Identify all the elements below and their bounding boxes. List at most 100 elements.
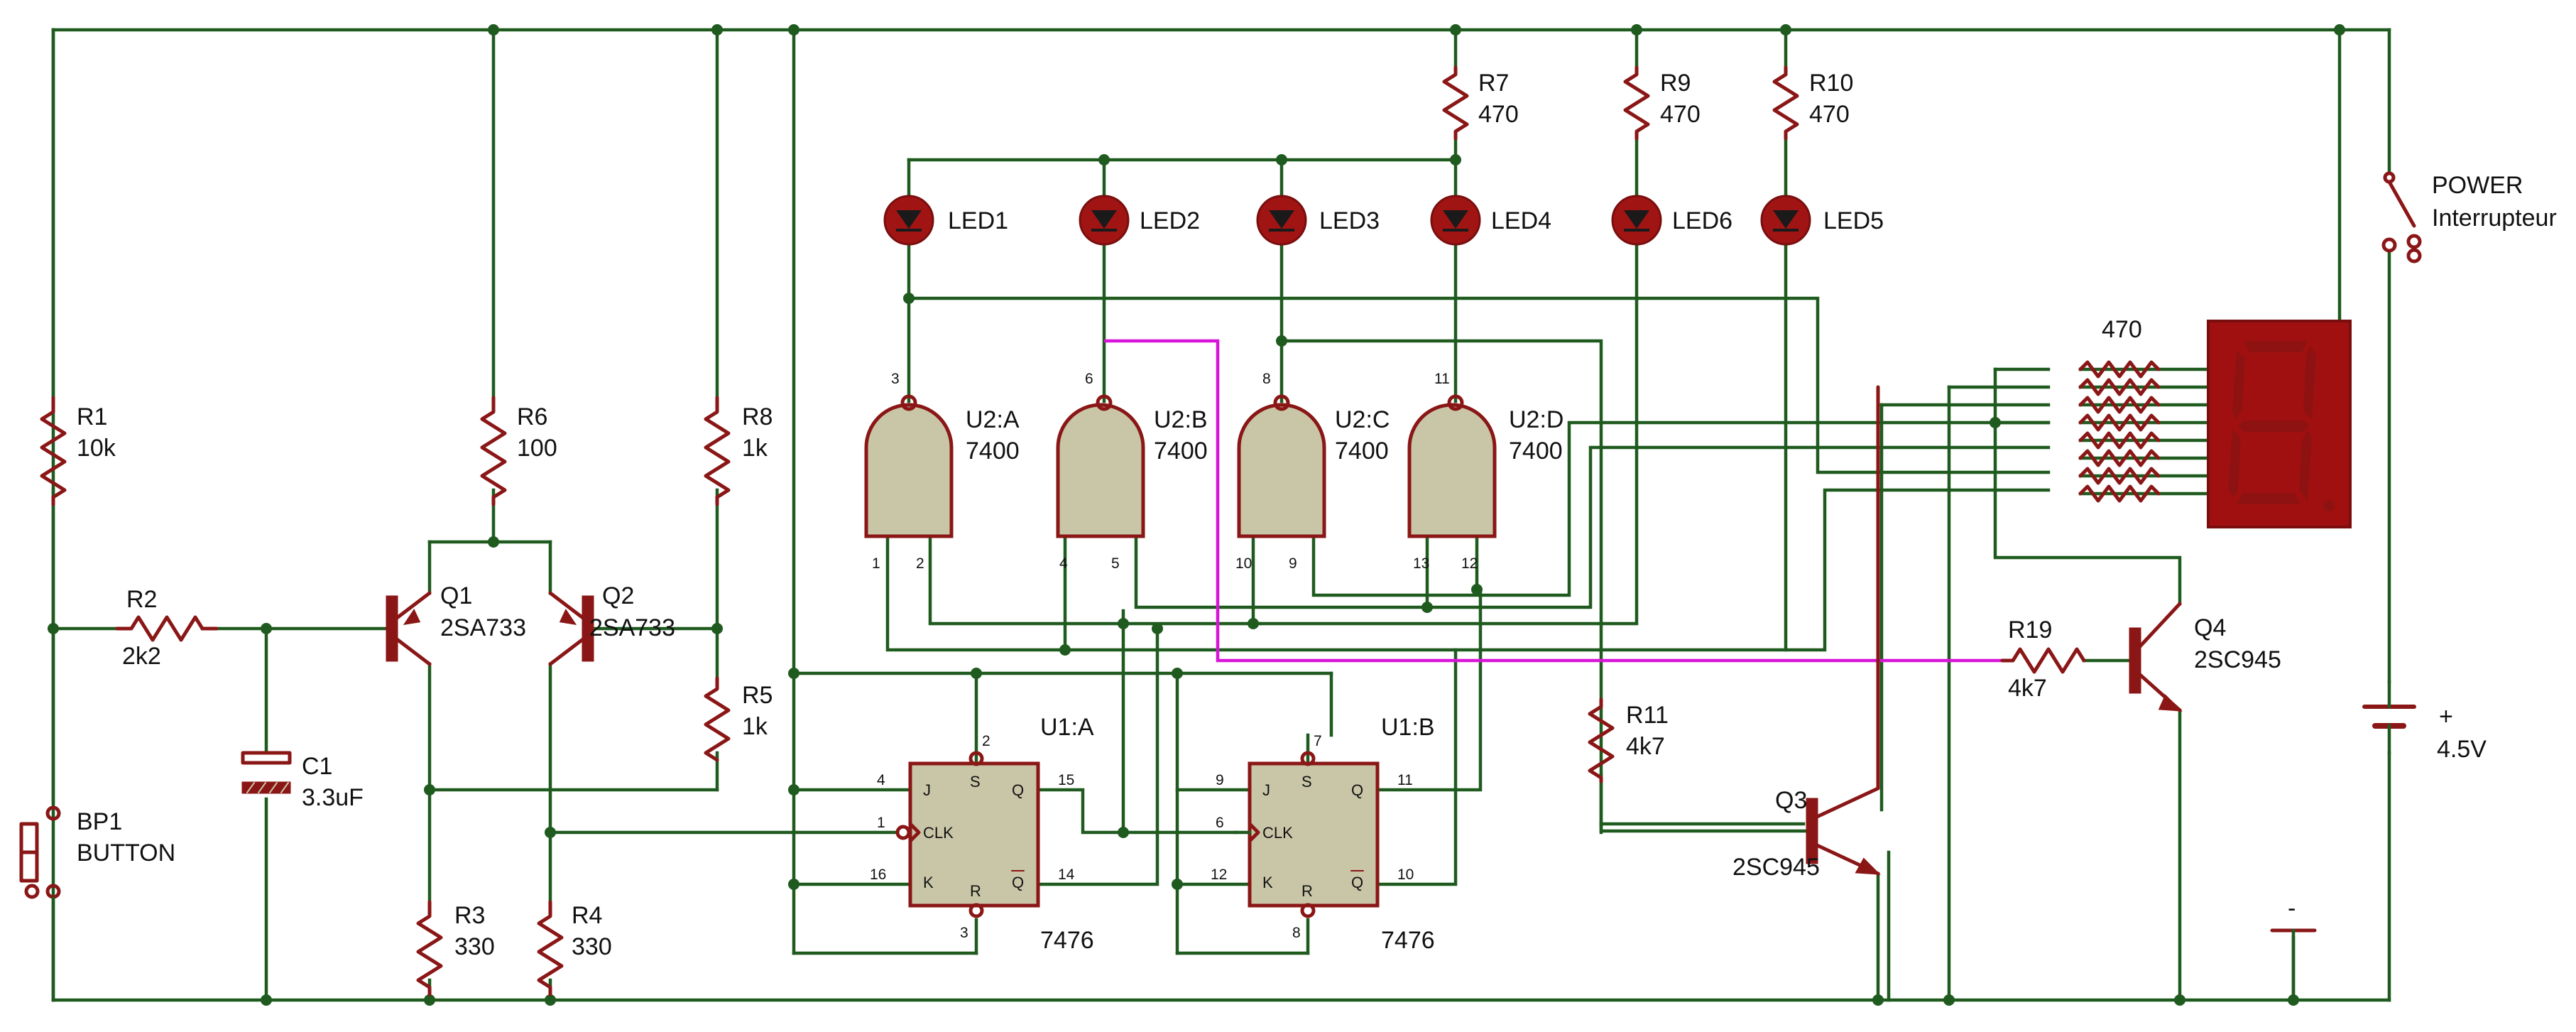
q1-ref: Q1	[440, 582, 472, 609]
led-2: LED2	[1079, 195, 1200, 246]
svg-text:9: 9	[1216, 772, 1224, 788]
u2b-value: 7400	[1154, 438, 1208, 465]
svg-text:11: 11	[1434, 371, 1450, 387]
u2b-ref: U2:B	[1154, 406, 1208, 433]
r3-value: 330	[454, 933, 495, 960]
led-6-label: LED6	[1672, 207, 1732, 234]
u2c-value: 7400	[1335, 438, 1389, 465]
r5-value: 1k	[742, 713, 768, 740]
resistor-r9: R9 470	[1623, 65, 1701, 141]
battery-plus: +	[2439, 703, 2453, 730]
svg-text:J: J	[923, 781, 931, 799]
r2-ref: R2	[126, 586, 157, 613]
u1a-value: 7476	[1040, 927, 1094, 954]
svg-text:K: K	[1262, 874, 1273, 891]
svg-text:Q: Q	[1351, 874, 1363, 891]
svg-text:S: S	[970, 773, 981, 791]
svg-text:Q: Q	[1012, 874, 1024, 891]
svg-text:R: R	[1301, 882, 1313, 900]
r7-ref: R7	[1478, 70, 1509, 97]
c1-value: 3.3uF	[302, 784, 364, 811]
svg-text:CLK: CLK	[1262, 824, 1293, 842]
svg-text:6: 6	[1216, 815, 1224, 831]
u1b-value: 7476	[1381, 927, 1435, 954]
resistor-r1: R1 10k	[40, 396, 116, 506]
resistor-array-value: 470	[2102, 316, 2142, 343]
nand-gate-u2a: 3 1 2 U2:A 7400	[864, 371, 1020, 572]
r10-ref: R10	[1809, 70, 1853, 97]
svg-text:1: 1	[872, 555, 880, 572]
u1b-ref: U1:B	[1381, 714, 1435, 741]
svg-text:3: 3	[960, 925, 968, 941]
svg-text:1: 1	[877, 815, 885, 831]
transistor-q4: Q4 2SC945	[2129, 602, 2281, 712]
led-1-label: LED1	[948, 207, 1008, 234]
svg-text:11: 11	[1397, 772, 1413, 788]
transistor-q2: Q2 2SA733	[548, 582, 675, 666]
svg-text:10: 10	[1235, 555, 1252, 572]
u2a-value: 7400	[966, 438, 1020, 465]
power-switch-label: POWER	[2432, 172, 2523, 199]
svg-text:5: 5	[1111, 555, 1120, 572]
u1a-ref: U1:A	[1040, 714, 1094, 741]
led-5-label: LED5	[1823, 207, 1884, 234]
q4-ref: Q4	[2194, 614, 2226, 641]
resistor-r4: R4 330	[537, 900, 612, 996]
svg-text:Q: Q	[1012, 781, 1024, 799]
svg-text:K: K	[923, 874, 934, 891]
resistor-r3: R3 330	[416, 900, 495, 996]
led-6: LED6	[1611, 195, 1732, 246]
resistor-r10: R10 470	[1772, 65, 1853, 141]
u2d-value: 7400	[1509, 438, 1563, 465]
nand-gate-u2c: 8 10 9 U2:C 7400	[1235, 371, 1390, 572]
transistor-q3: Q3 2SC945	[1732, 385, 1881, 881]
q4-value: 2SC945	[2194, 646, 2281, 673]
resistor-r19: R19 4k7	[2000, 617, 2086, 702]
r8-ref: R8	[742, 403, 773, 430]
svg-text:6: 6	[1085, 371, 1093, 387]
led-1: LED1	[883, 195, 1008, 246]
capacitor-c1: C1 3.3uF	[241, 751, 364, 811]
r4-value: 330	[572, 933, 612, 960]
r19-ref: R19	[2008, 617, 2052, 643]
battery-voltage: 4.5V	[2437, 736, 2487, 763]
svg-text:7: 7	[1314, 733, 1322, 749]
u2c-ref: U2:C	[1335, 406, 1390, 433]
svg-text:CLK: CLK	[923, 824, 954, 842]
q1-value: 2SA733	[440, 614, 526, 641]
r11-ref: R11	[1626, 702, 1669, 729]
ground-symbol: -	[2270, 895, 2317, 1002]
resistor-r11: R11 4k7	[1588, 697, 1669, 783]
r1-ref: R1	[77, 403, 107, 430]
led-5: LED5	[1760, 195, 1884, 246]
svg-text:8: 8	[1262, 371, 1271, 387]
r11-value: 4k7	[1626, 733, 1665, 760]
junctions	[48, 24, 2345, 1006]
led-4-label: LED4	[1491, 207, 1551, 234]
q2-ref: Q2	[602, 582, 634, 609]
svg-text:J: J	[1262, 781, 1270, 799]
resistor-r8: R8 1k	[704, 396, 773, 506]
svg-text:8: 8	[1292, 925, 1301, 941]
flip-flop-u1a: J CLK K Q Q S R 4 1 16 15 14 2 3 U1:A 74…	[870, 714, 1094, 954]
bp1-value: BUTTON	[77, 840, 175, 867]
resistor-r5: R5 1k	[704, 676, 773, 762]
led-4: LED4	[1430, 195, 1551, 246]
nand-gate-u2d: 11 13 12 U2:D 7400	[1407, 371, 1563, 572]
resistor-r6: R6 100	[480, 396, 557, 506]
r1-value: 10k	[77, 435, 116, 462]
transistor-q1: Q1 2SA733	[385, 582, 526, 666]
svg-text:14: 14	[1058, 867, 1075, 883]
svg-text:12: 12	[1211, 867, 1227, 883]
r9-value: 470	[1660, 101, 1701, 128]
wires	[51, 28, 2391, 1002]
r3-ref: R3	[454, 902, 485, 929]
led-3: LED3	[1256, 195, 1380, 246]
resistor-array: 470	[2078, 316, 2161, 503]
svg-text:3: 3	[891, 371, 900, 387]
svg-text:4: 4	[877, 772, 885, 788]
u2a-ref: U2:A	[966, 406, 1020, 433]
button-bp1: BP1 BUTTON	[19, 805, 175, 1002]
r7-value: 470	[1478, 101, 1519, 128]
nand-gate-u2b: 6 4 5 U2:B 7400	[1056, 371, 1208, 572]
